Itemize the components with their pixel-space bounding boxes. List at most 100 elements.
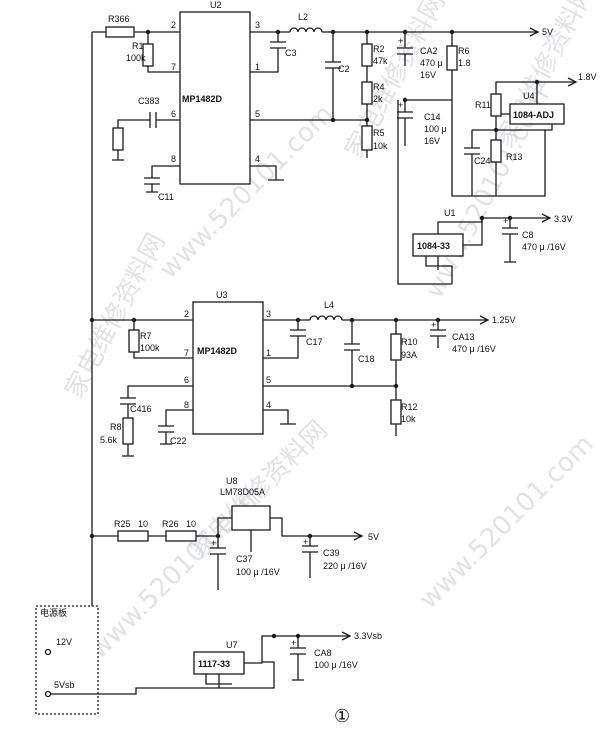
power-board-pin-12v bbox=[44, 648, 52, 656]
u8-regulator-block: R25 10 R26 10 U8 LM78D05A 5V + C37 100 μ… bbox=[92, 476, 379, 590]
watermark-url-4: www.520101.com bbox=[414, 429, 600, 615]
r26-value: 10 bbox=[186, 519, 196, 529]
r6-value: 1.8 bbox=[458, 58, 471, 68]
l2-label: L2 bbox=[298, 12, 308, 22]
r26-ref: R26 bbox=[162, 519, 179, 529]
u4-part: 1084-ADJ bbox=[513, 110, 554, 120]
r4-value: 2k bbox=[373, 94, 383, 104]
c3-label: C3 bbox=[285, 48, 297, 58]
r12-value: 10k bbox=[401, 414, 416, 424]
power-board-title: 电源板 bbox=[40, 607, 67, 618]
r11-resistor bbox=[490, 93, 502, 117]
r26-resistor bbox=[165, 530, 197, 542]
c17-capacitor bbox=[263, 320, 306, 359]
u8-part: LM78D05A bbox=[220, 487, 265, 497]
c11-capacitor bbox=[144, 177, 160, 185]
r2-value: 47k bbox=[373, 56, 388, 66]
c8-value: 470 μ /16V bbox=[522, 242, 566, 252]
u3-pin-5: 5 bbox=[266, 375, 271, 385]
r2-ref: R2 bbox=[373, 44, 385, 54]
u2-pin-7: 7 bbox=[171, 62, 176, 72]
u1-part: 1084-33 bbox=[417, 241, 450, 251]
u2-pin-6: 6 bbox=[171, 109, 176, 119]
u2-pin-1: 1 bbox=[255, 62, 260, 72]
power-board-connector: 电源板 12V 5Vsb bbox=[35, 605, 275, 715]
ca2-plus: + bbox=[398, 36, 403, 46]
u3-pin-2: 2 bbox=[184, 309, 189, 319]
r25-resistor bbox=[117, 530, 149, 542]
u3-pin-7: 7 bbox=[184, 348, 189, 358]
u4-ref: U4 bbox=[523, 91, 535, 101]
c8-ref: C8 bbox=[522, 230, 534, 240]
r7-ref: R7 bbox=[140, 331, 152, 341]
c17-label: C17 bbox=[306, 337, 323, 347]
c14-plus: + bbox=[398, 100, 403, 110]
rail-1v8-label: 1.8V bbox=[578, 72, 597, 82]
c416-label: C416 bbox=[130, 404, 152, 414]
r13-label: R13 bbox=[506, 152, 523, 162]
u3-ref: U3 bbox=[216, 290, 228, 300]
ca13-ref: CA13 bbox=[452, 332, 475, 342]
u8-ref: U8 bbox=[226, 476, 238, 486]
r8-resistor bbox=[122, 417, 134, 445]
rail-5v-u8-label: 5V bbox=[368, 532, 379, 542]
r13-resistor bbox=[490, 139, 502, 163]
u2-ref: U2 bbox=[210, 0, 222, 10]
l4-inductor bbox=[309, 315, 343, 321]
u2-comp-resistor bbox=[112, 127, 124, 151]
ca2-ref: CA2 bbox=[420, 46, 438, 56]
c8-capacitor bbox=[502, 218, 518, 263]
power-board-box bbox=[35, 605, 99, 715]
power-board-pin-12v-label: 12V bbox=[56, 637, 72, 647]
u3-pin-4: 4 bbox=[266, 400, 271, 410]
u2-pin-3: 3 bbox=[255, 20, 260, 30]
c39-value: 220 μ /16V bbox=[323, 561, 367, 571]
ca2-capacitor bbox=[397, 32, 413, 66]
rail-3v3-label: 3.3V bbox=[554, 214, 573, 224]
r2-resistor bbox=[361, 43, 373, 67]
c24-capacitor bbox=[464, 129, 496, 196]
c14-ref: C14 bbox=[424, 112, 441, 122]
power-board-pin-5vsb-label: 5Vsb bbox=[54, 680, 75, 690]
ca8-capacitor bbox=[290, 636, 306, 681]
u2-pin-5: 5 bbox=[255, 109, 260, 119]
ca2-voltage: 16V bbox=[420, 70, 436, 80]
c37-plus: + bbox=[211, 538, 216, 548]
r4-resistor bbox=[361, 81, 373, 105]
c18-label: C18 bbox=[358, 354, 375, 364]
u3-pin-6: 6 bbox=[184, 375, 189, 385]
r366-resistor bbox=[105, 26, 135, 38]
r12-ref: R12 bbox=[401, 402, 418, 412]
ca2-value: 470 μ bbox=[420, 58, 443, 68]
r10-value: 93A bbox=[401, 350, 417, 360]
u1-ref: U1 bbox=[444, 208, 456, 218]
u3-chip bbox=[192, 301, 264, 435]
r10-resistor bbox=[390, 333, 402, 361]
rail-5v-label: 5V bbox=[542, 27, 553, 37]
r5-value: 10k bbox=[373, 141, 388, 151]
c8-plus: + bbox=[503, 216, 508, 226]
ca8-value: 100 μ /16V bbox=[314, 660, 358, 670]
r8-ref: R8 bbox=[110, 422, 122, 432]
c22-label: C22 bbox=[170, 436, 187, 446]
rail-1v25-label: 1.25V bbox=[492, 315, 516, 325]
watermark-cn-2: 家电维修资料网 bbox=[60, 228, 172, 403]
u8-chip bbox=[231, 505, 271, 531]
ca8-ref: CA8 bbox=[314, 648, 332, 658]
r366-label: R366 bbox=[108, 14, 130, 24]
r5-resistor bbox=[361, 125, 373, 151]
r4-ref: R4 bbox=[373, 82, 385, 92]
c2-label: C2 bbox=[338, 64, 350, 74]
r7-resistor bbox=[128, 329, 140, 353]
u7-ref: U7 bbox=[226, 640, 238, 650]
c39-capacitor bbox=[302, 536, 318, 578]
r8-value: 5.6k bbox=[100, 435, 118, 445]
ca13-capacitor bbox=[430, 320, 446, 348]
c14-voltage: 16V bbox=[424, 136, 440, 146]
c2-capacitor bbox=[325, 32, 341, 120]
r6-resistor bbox=[446, 45, 458, 71]
r25-ref: R25 bbox=[114, 519, 131, 529]
figure-number: ① bbox=[334, 706, 350, 726]
u2-part: MP1482D bbox=[182, 94, 223, 104]
